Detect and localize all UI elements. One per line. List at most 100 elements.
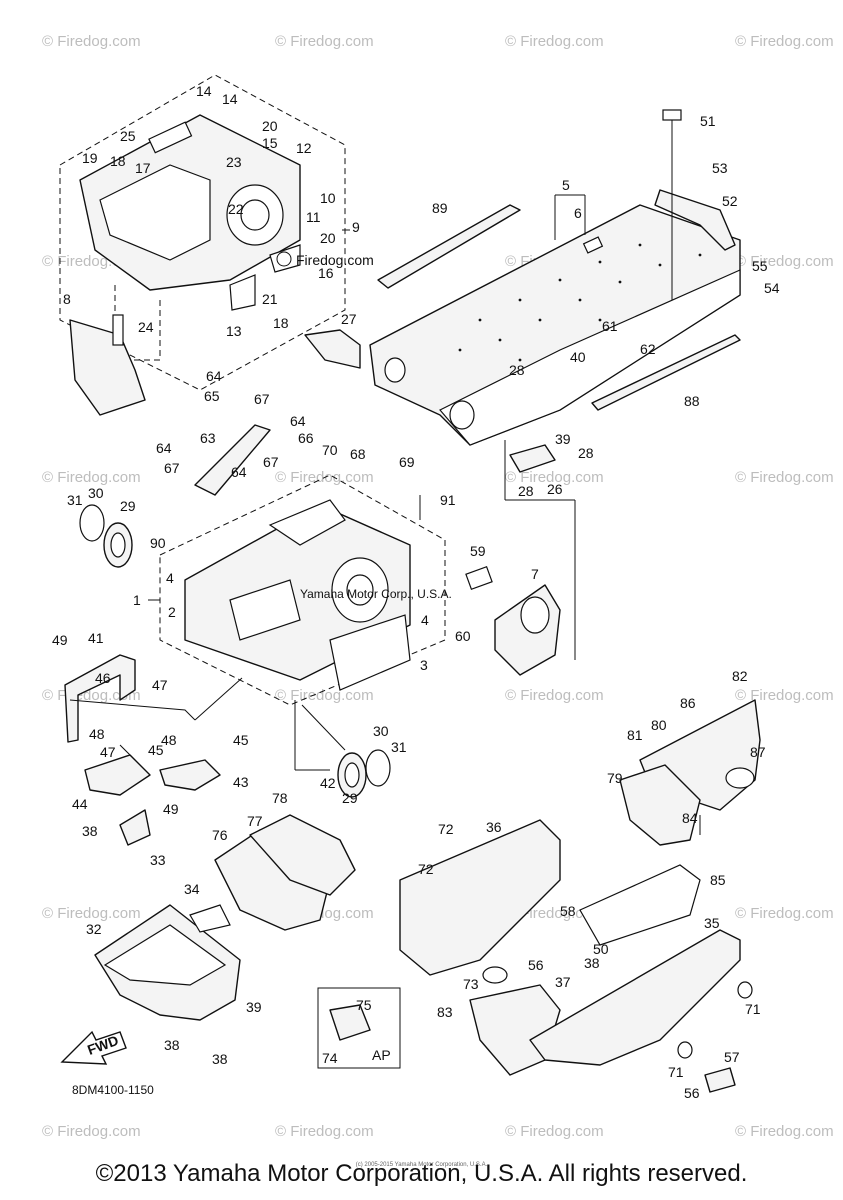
callout: 68 xyxy=(350,446,366,462)
callout: 61 xyxy=(602,318,618,334)
leader-lines xyxy=(119,194,701,835)
callout: 74 xyxy=(322,1050,338,1066)
panel-part-36 xyxy=(399,819,561,976)
callout: 67 xyxy=(164,460,180,476)
callout: 45 xyxy=(233,732,249,748)
bracket-part-52 xyxy=(654,189,736,251)
callout: 79 xyxy=(607,770,623,786)
callout: 86 xyxy=(680,695,696,711)
strip-part-89 xyxy=(377,204,521,289)
callout: 32 xyxy=(86,921,102,937)
callout: 19 xyxy=(82,150,98,166)
callout: 43 xyxy=(233,774,249,790)
callout: 20 xyxy=(320,230,336,246)
callout: 82 xyxy=(732,668,748,684)
callout: 18 xyxy=(273,315,289,331)
callout: 11 xyxy=(306,209,321,225)
callout: 76 xyxy=(212,827,228,843)
callout: 28 xyxy=(509,362,525,378)
callout: 72 xyxy=(418,861,434,877)
callout-labels: 14 14 20 25 23 15 12 19 18 17 10 22 9 11… xyxy=(52,83,780,1101)
callout: 49 xyxy=(163,801,179,817)
callout: 60 xyxy=(455,628,471,644)
callout: 89 xyxy=(432,200,448,216)
callout: 53 xyxy=(712,160,728,176)
front-frame-assembly xyxy=(59,74,346,391)
diagram-watermark: Yamaha Motor Corp., U.S.A. xyxy=(300,587,452,601)
callout: 71 xyxy=(668,1064,684,1080)
cap-part-71b xyxy=(677,1041,693,1059)
callout: 10 xyxy=(320,190,336,206)
callout: 29 xyxy=(120,498,136,514)
callout: 12 xyxy=(296,140,312,156)
callout: 56 xyxy=(684,1085,700,1101)
callout: 83 xyxy=(437,1004,453,1020)
callout: 4 xyxy=(421,612,429,628)
callout: 84 xyxy=(682,810,698,826)
callout: 7 xyxy=(531,566,539,582)
panel-part-35 xyxy=(529,929,741,1066)
callout: 80 xyxy=(651,717,667,733)
callout: 54 xyxy=(764,280,780,296)
callout: 23 xyxy=(226,154,242,170)
grommet-part-73 xyxy=(482,966,508,984)
callout: 87 xyxy=(750,744,766,760)
watermark: © Firedog.com xyxy=(42,905,141,922)
bracket-part-63 xyxy=(194,424,271,496)
callout: 64 xyxy=(231,464,247,480)
callout: 38 xyxy=(212,1051,228,1067)
callout: 1 xyxy=(133,592,141,608)
ap-label: AP xyxy=(372,1047,391,1063)
callout: 17 xyxy=(135,160,151,176)
cap-part-51 xyxy=(662,109,682,121)
callout: 42 xyxy=(320,775,336,791)
callout: 14 xyxy=(222,91,238,107)
callout: 29 xyxy=(342,790,358,806)
watermark: © Firedog.com xyxy=(735,33,834,50)
callout: 26 xyxy=(547,481,563,497)
plate-part-59 xyxy=(465,565,493,591)
callout: 48 xyxy=(161,732,177,748)
callout: 38 xyxy=(164,1037,180,1053)
callout: 21 xyxy=(262,291,278,307)
callout: 34 xyxy=(184,881,200,897)
callout: 38 xyxy=(584,955,600,971)
panel-part-79 xyxy=(619,764,701,846)
callout: 57 xyxy=(724,1049,740,1065)
callout: 15 xyxy=(262,135,278,151)
callout: 64 xyxy=(206,368,222,384)
callout: 62 xyxy=(640,341,656,357)
watermark: © Firedog.com xyxy=(505,687,604,704)
watermark: © Firedog.com xyxy=(505,1123,604,1140)
callout: 50 xyxy=(593,941,609,957)
callout: 91 xyxy=(440,492,456,508)
callout: 44 xyxy=(72,796,88,812)
callout: 36 xyxy=(486,819,502,835)
callout: 28 xyxy=(518,483,534,499)
bumper-part-41 xyxy=(64,654,136,743)
watermark: © Firedog.com xyxy=(735,469,834,486)
callout: 64 xyxy=(156,440,172,456)
callout: 72 xyxy=(438,821,454,837)
callout: 48 xyxy=(89,726,105,742)
gasket-right xyxy=(337,749,391,798)
plate-part-87 xyxy=(725,767,755,789)
forward-direction-icon: FWD xyxy=(60,1030,127,1065)
watermark: © Firedog.com xyxy=(42,33,141,50)
callout: 22 xyxy=(228,201,244,217)
callout: 45 xyxy=(148,742,164,758)
bracket-part-8 xyxy=(69,285,161,416)
callout: 3 xyxy=(420,657,428,673)
callout: 30 xyxy=(373,723,389,739)
callout: 63 xyxy=(200,430,216,446)
callout: 40 xyxy=(570,349,586,365)
callout: 47 xyxy=(152,677,168,693)
callout: 31 xyxy=(67,492,83,508)
callout: 28 xyxy=(578,445,594,461)
bracket-part-34 xyxy=(189,904,231,933)
bracket-part-43 xyxy=(159,759,221,791)
callout: 39 xyxy=(246,999,262,1015)
callout: 20 xyxy=(262,118,278,134)
callout: 4 xyxy=(166,570,174,586)
